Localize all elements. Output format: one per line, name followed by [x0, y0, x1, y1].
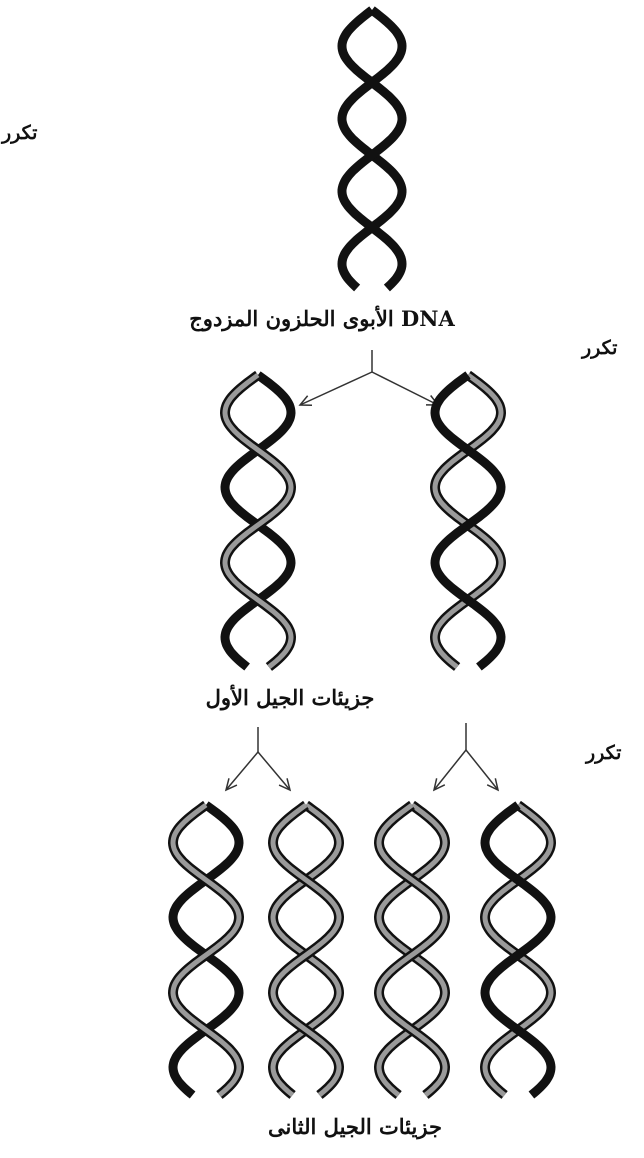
gen1-helix-right — [429, 370, 507, 671]
arrow-right-head — [278, 778, 292, 792]
old-strand — [220, 371, 296, 671]
parent-split-arrows — [298, 350, 440, 406]
new-strand — [270, 802, 342, 1097]
replication-label-2: تكرر — [582, 337, 618, 359]
new-strand — [222, 372, 294, 669]
arrow-left-head — [224, 778, 238, 792]
second-generation-caption: جزيئات الجيل الثانى — [268, 1114, 442, 1139]
gen2-helix-3 — [373, 800, 451, 1099]
parent-helix — [337, 6, 407, 292]
arrow-left-line — [299, 371, 373, 406]
new-strand — [270, 802, 342, 1097]
parent-helix-caption: DNA الأبوى الحلزون المزدوج — [189, 306, 455, 331]
arrow-right-head — [486, 778, 500, 792]
arrow-left-head — [432, 778, 446, 792]
first-generation-caption: جزيئات الجيل الأول — [205, 685, 375, 710]
new-strand — [432, 372, 504, 669]
gen2-helix-4 — [479, 800, 557, 1099]
replication-label-3: تكرر — [586, 742, 622, 764]
new-strand — [170, 802, 242, 1097]
old-strand — [337, 6, 407, 292]
old-strand — [480, 801, 556, 1099]
old-strand — [337, 6, 407, 292]
new-strand — [376, 802, 448, 1097]
arrow-right-line — [257, 751, 291, 791]
gen1-left-split-arrows — [224, 727, 292, 792]
arrow-left-line — [225, 751, 259, 791]
old-strand — [430, 371, 506, 671]
new-strand — [376, 802, 448, 1097]
gen1-right-split-arrows — [432, 723, 500, 792]
new-strand — [482, 802, 554, 1097]
replication-label-1: تكرر — [2, 122, 38, 144]
arrow-left-line — [433, 749, 467, 791]
arrow-right-line — [465, 749, 499, 791]
old-strand — [168, 801, 244, 1099]
gen2-helix-2 — [267, 800, 345, 1099]
arrow-right-line — [371, 371, 439, 406]
arrow-left-head — [298, 395, 313, 406]
gen1-helix-left — [219, 370, 297, 671]
gen2-helix-1 — [167, 800, 245, 1099]
